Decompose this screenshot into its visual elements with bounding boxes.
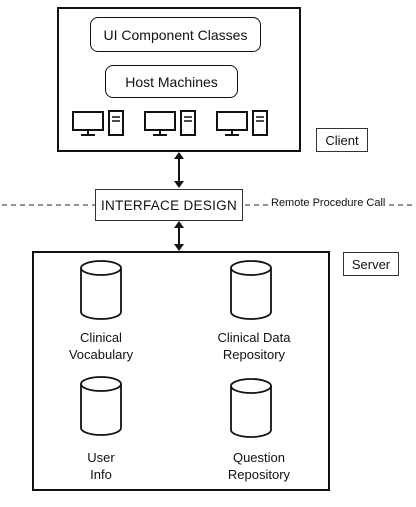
db-label-clinical-vocabulary: Clinical Vocabulary: [41, 329, 161, 363]
double-arrow-icon: [174, 221, 184, 251]
ui-component-classes-box: UI Component Classes: [90, 17, 261, 52]
db-label-question-repository: Question Repository: [199, 449, 319, 483]
server-tag-label: Server: [351, 256, 391, 272]
db-label-line1: Question: [232, 450, 286, 465]
database-icon: [230, 260, 272, 320]
db-label-line2: Repository: [227, 467, 291, 482]
double-arrow-icon: [174, 152, 184, 188]
client-tag: Client: [316, 128, 368, 152]
db-label-user-info: User Info: [41, 449, 161, 483]
db-label-line2: Info: [90, 467, 112, 482]
interface-design-label: INTERFACE DESIGN: [100, 197, 238, 213]
db-label-line1: User: [87, 450, 115, 465]
client-tag-label: Client: [325, 132, 359, 148]
database-icon: [230, 378, 272, 438]
computer-icon: [216, 110, 268, 136]
computer-icon: [72, 110, 124, 136]
db-label-line2: Repository: [222, 347, 286, 362]
host-machines-label: Host Machines: [125, 73, 218, 90]
computer-icon: [144, 110, 196, 136]
db-label-clinical-data-repository: Clinical Data Repository: [194, 329, 314, 363]
interface-design-box: INTERFACE DESIGN: [95, 189, 243, 221]
database-icon: [80, 260, 122, 320]
rpc-label-text: Remote Procedure Call: [271, 197, 386, 209]
host-machines-box: Host Machines: [105, 65, 238, 98]
db-label-line1: Clinical: [80, 330, 122, 345]
server-tag: Server: [343, 252, 399, 276]
rpc-label: Remote Procedure Call: [269, 197, 388, 209]
ui-component-classes-label: UI Component Classes: [103, 26, 248, 43]
db-label-line1: Clinical Data: [217, 330, 291, 345]
db-label-line2: Vocabulary: [68, 347, 134, 362]
database-icon: [80, 376, 122, 436]
